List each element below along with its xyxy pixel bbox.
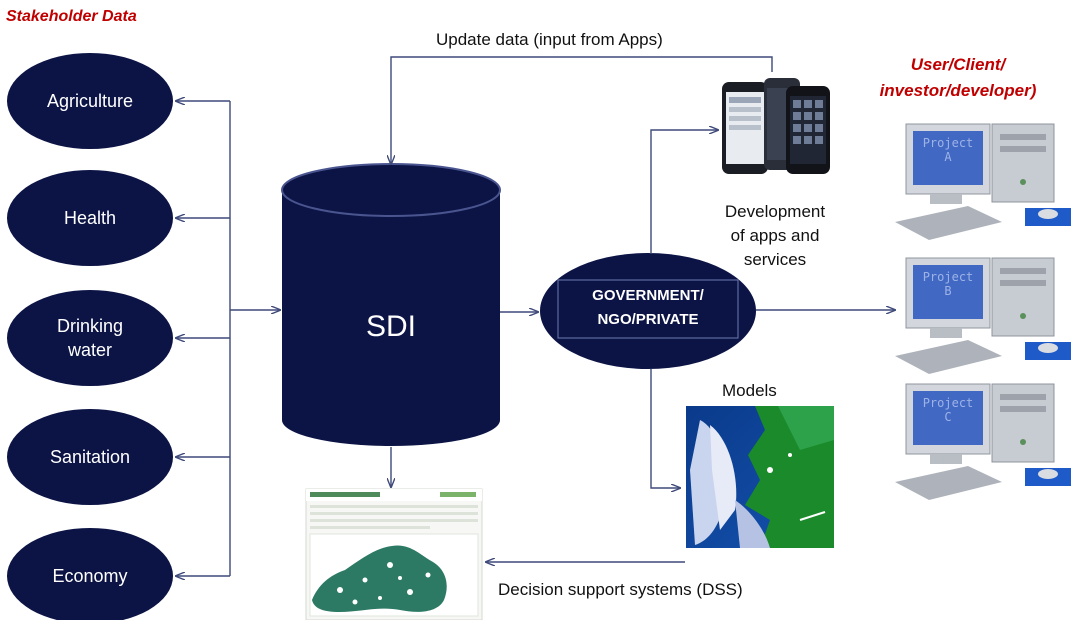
user-client-title: User/Client/ investor/developer) bbox=[858, 52, 1058, 104]
stakeholder-node-drinking-water bbox=[7, 290, 173, 386]
models-label: Models bbox=[722, 381, 777, 400]
government-ngo-private-node bbox=[540, 253, 756, 369]
user-title-line2: investor/developer) bbox=[879, 81, 1037, 100]
dss-screenshot-image bbox=[305, 488, 483, 620]
stakeholder-node-sanitation bbox=[7, 409, 173, 505]
computer-b-line1: Project bbox=[922, 270, 974, 284]
apps-line3: services bbox=[743, 250, 807, 269]
drinking-water-line2: water bbox=[67, 340, 112, 360]
hub-label: GOVERNMENT/ NGO/PRIVATE bbox=[558, 284, 738, 332]
apps-line1: Development bbox=[724, 202, 826, 221]
hub-connectors bbox=[486, 130, 895, 562]
computer-a-screen-label: Project A bbox=[913, 136, 983, 164]
computer-project-c-image bbox=[895, 383, 1071, 500]
apps-label: Development of apps and services bbox=[700, 200, 850, 272]
stakeholder-label-sanitation: Sanitation bbox=[49, 447, 131, 467]
mobile-phones-image bbox=[722, 78, 830, 174]
stakeholder-label-economy: Economy bbox=[52, 566, 128, 586]
sdi-label: SDI bbox=[365, 310, 416, 343]
stakeholder-connectors bbox=[176, 101, 280, 576]
update-data-label: Update data (input from Apps) bbox=[436, 30, 663, 49]
computer-a-line2: A bbox=[944, 150, 952, 164]
stakeholder-label-health: Health bbox=[63, 208, 117, 228]
hub-line1: GOVERNMENT/ bbox=[592, 287, 704, 304]
computer-c-screen-label: Project C bbox=[913, 396, 983, 424]
computer-project-a-image bbox=[895, 123, 1071, 240]
stakeholder-label-agriculture: Agriculture bbox=[46, 91, 134, 111]
drinking-water-line1: Drinking bbox=[56, 316, 124, 336]
stakeholder-label-drinking-water: Drinking water bbox=[10, 314, 170, 362]
stakeholder-node-economy bbox=[7, 528, 173, 620]
apps-line2: of apps and bbox=[730, 226, 820, 245]
stakeholder-data-title: Stakeholder Data bbox=[6, 8, 137, 25]
hub-line2: NGO/PRIVATE bbox=[597, 311, 699, 328]
dss-label: Decision support systems (DSS) bbox=[498, 580, 743, 599]
computer-b-line2: B bbox=[944, 284, 952, 298]
computer-b-screen-label: Project B bbox=[913, 270, 983, 298]
computer-c-line2: C bbox=[944, 410, 952, 424]
stakeholder-node-health bbox=[7, 170, 173, 266]
stakeholder-node-agriculture bbox=[7, 53, 173, 149]
models-map-image bbox=[686, 406, 834, 548]
computer-a-line1: Project bbox=[922, 136, 974, 150]
update-data-arrow bbox=[391, 56, 773, 164]
hub-highlight-box bbox=[557, 279, 739, 339]
user-title-line1: User/Client/ bbox=[910, 55, 1006, 74]
sdi-database-cylinder bbox=[281, 163, 501, 446]
computer-project-b-image bbox=[895, 257, 1071, 374]
computer-c-line1: Project bbox=[922, 396, 974, 410]
